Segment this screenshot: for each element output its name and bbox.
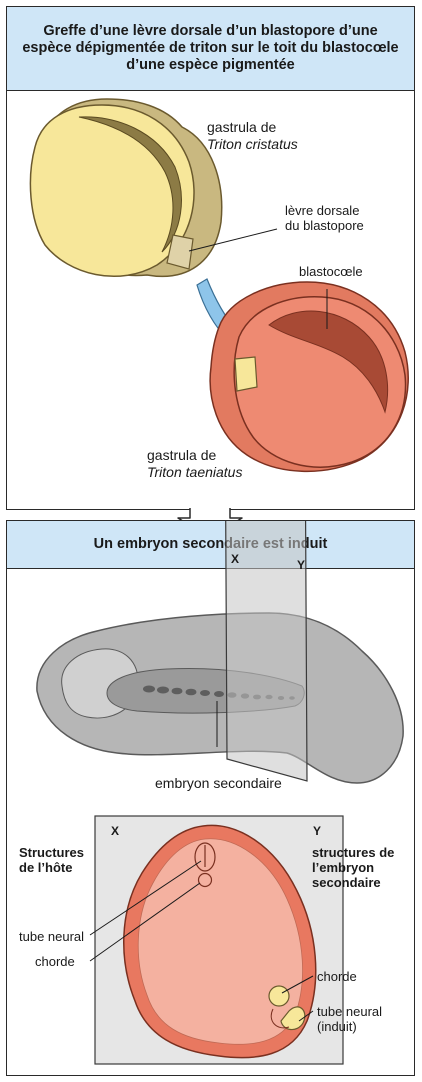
- section-label-y: Y: [313, 823, 321, 840]
- plane-label-y: Y: [297, 557, 305, 574]
- host-structures-title: Structures de l’hôte: [19, 845, 84, 875]
- label-embryon-secondaire: embryon secondaire: [155, 775, 282, 792]
- host-embryo: [37, 613, 403, 783]
- embryo-illustration: [7, 521, 416, 1077]
- host-chorde-label: chorde: [35, 954, 75, 969]
- plane-label-x: X: [231, 551, 239, 568]
- secondary-tube-neural-label: tube neural (induit): [317, 1004, 382, 1034]
- secondary-structures-title: structures de l’embryon secondaire: [312, 845, 394, 890]
- section-label-x: X: [111, 823, 119, 840]
- result-panel: Un embryon secondaire est induit: [6, 520, 415, 1076]
- secondary-chorde-label: chorde: [317, 969, 357, 984]
- host-tube-neural-label: tube neural: [19, 929, 84, 944]
